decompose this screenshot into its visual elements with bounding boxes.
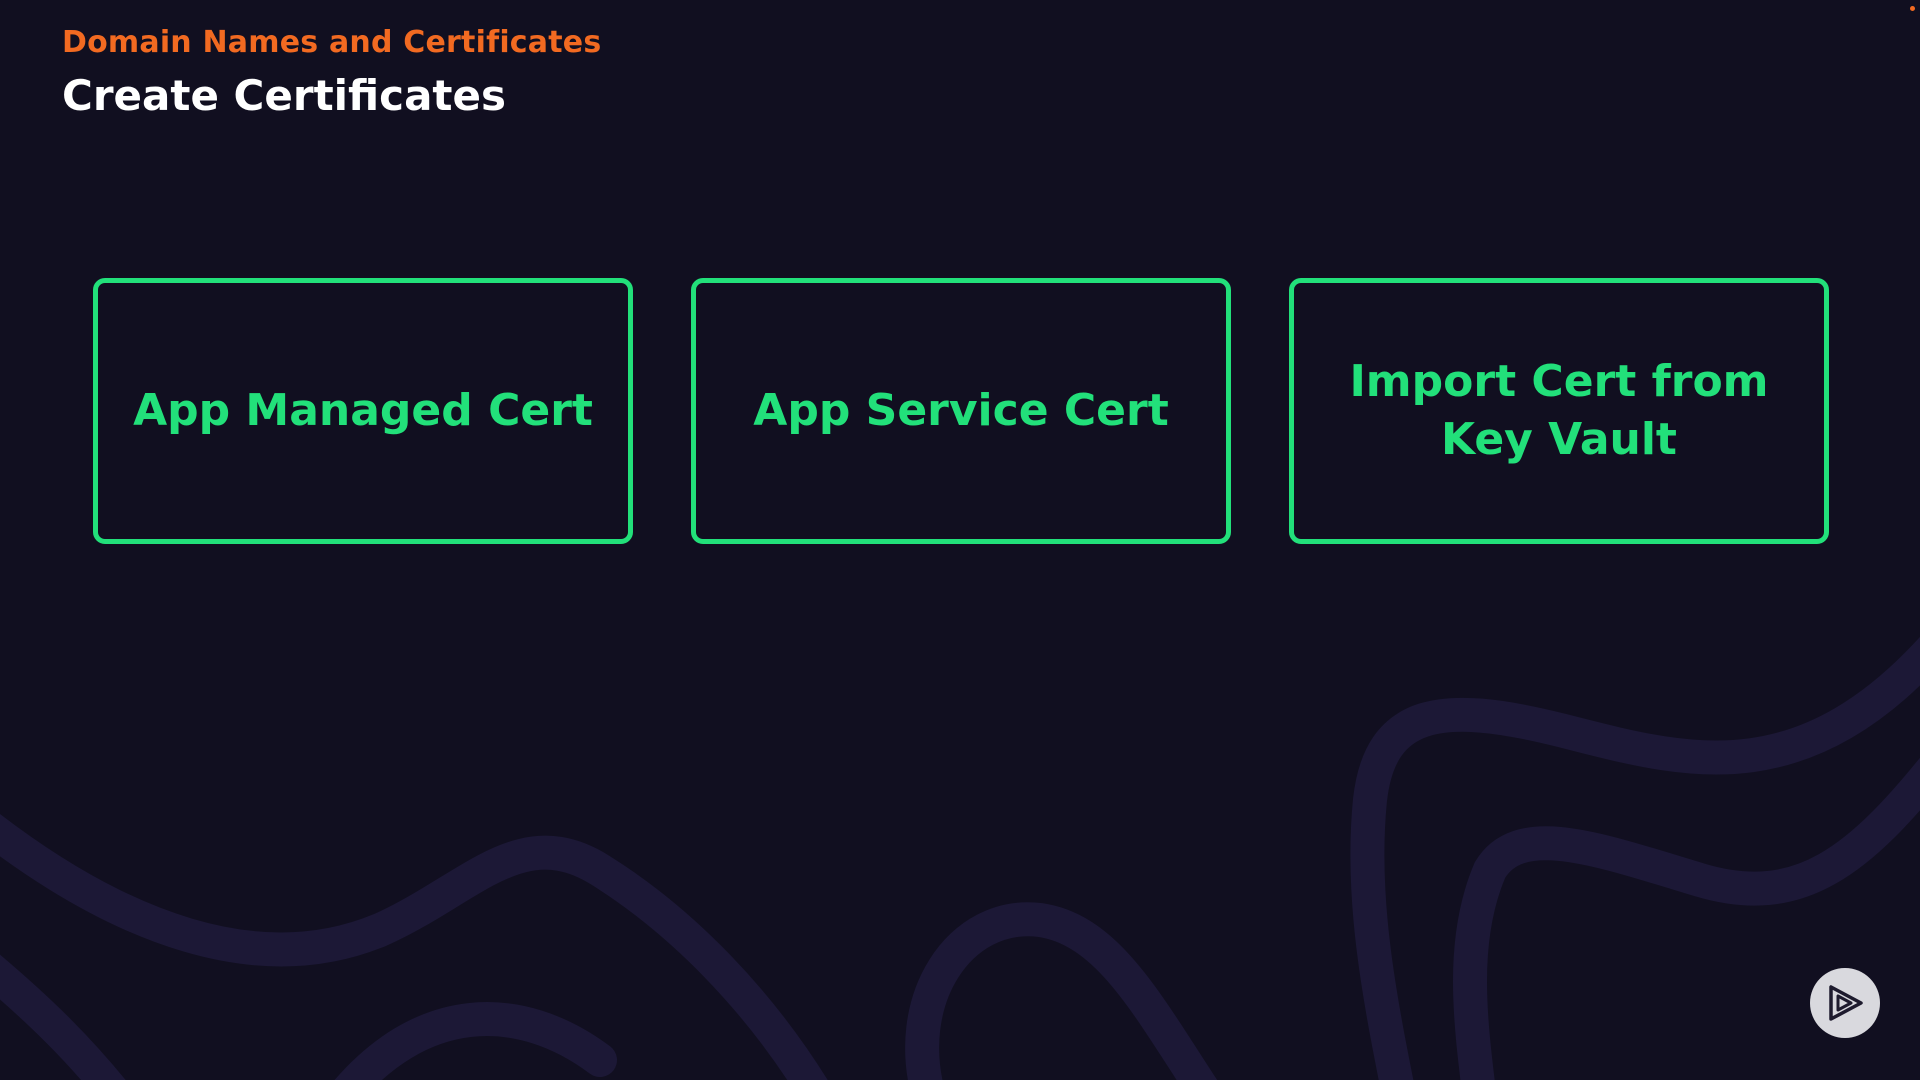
slide-title: Create Certificates xyxy=(62,71,506,120)
card-label: App Managed Cert xyxy=(133,385,593,436)
card-app-service-cert: App Service Cert xyxy=(691,278,1231,544)
certificate-options: App Managed Cert App Service Cert Import… xyxy=(93,278,1829,544)
card-import-cert-key-vault: Import Cert from Key Vault xyxy=(1289,278,1829,544)
card-app-managed-cert: App Managed Cert xyxy=(93,278,633,544)
slide-header: Domain Names and Certificates Create Cer… xyxy=(62,22,601,124)
corner-dot xyxy=(1910,6,1915,11)
card-label: Import Cert from Key Vault xyxy=(1349,356,1769,465)
play-icon xyxy=(1829,985,1863,1021)
card-label: App Service Cert xyxy=(753,385,1169,436)
section-title: Domain Names and Certificates xyxy=(62,25,602,60)
play-button[interactable] xyxy=(1810,968,1880,1038)
